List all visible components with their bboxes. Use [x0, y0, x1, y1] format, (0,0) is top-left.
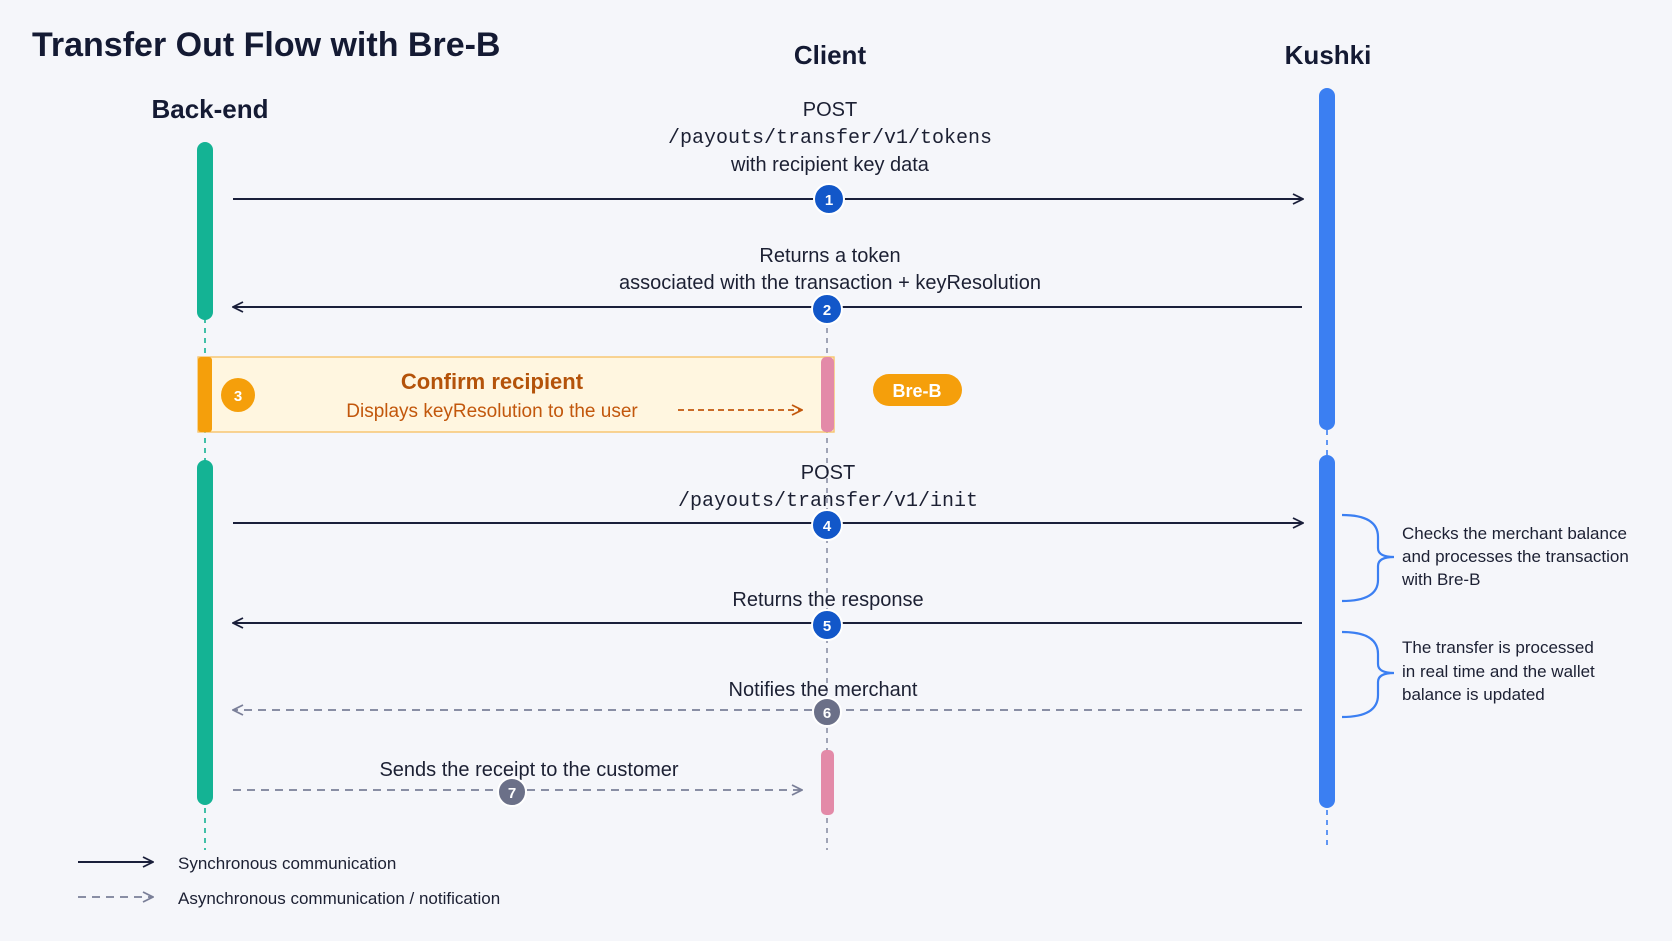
client-activation-2 — [821, 750, 834, 815]
legend-sync-label: Synchronous communication — [178, 854, 396, 873]
step1-label-line3: with recipient key data — [730, 154, 930, 176]
actor-kushki: Kushki — [1285, 40, 1372, 70]
backend-activation-1 — [197, 142, 213, 320]
step4-number: 4 — [823, 518, 832, 535]
bre-b-badge-label: Bre-B — [892, 381, 941, 401]
actor-backend: Back-end — [151, 94, 268, 124]
kushki-activation-2 — [1319, 455, 1335, 808]
step6-number: 6 — [823, 705, 831, 722]
note2-brace — [1341, 630, 1395, 719]
step6-label: Notifies the merchant — [729, 679, 918, 701]
note2-line2: in real time and the wallet — [1402, 662, 1595, 681]
legend-async-label: Asynchronous communication / notificatio… — [178, 889, 500, 908]
step7-marker — [497, 777, 527, 807]
note1-line2: and processes the transaction — [1402, 547, 1629, 566]
step5-label: Returns the response — [732, 589, 923, 611]
note2-line1: The transfer is processed — [1402, 638, 1594, 657]
step2-label-line2: associated with the transaction + keyRes… — [619, 272, 1041, 294]
confirm-recipient-box — [197, 356, 835, 433]
note2-line3: balance is updated — [1402, 685, 1545, 704]
step3-marker — [221, 378, 255, 412]
step1-marker — [813, 183, 845, 215]
step3-number: 3 — [234, 388, 242, 405]
step4-label-line2: /payouts/transfer/v1/init — [678, 490, 978, 513]
backend-activation-2 — [197, 460, 213, 805]
client-activation-1 — [821, 357, 834, 432]
step7-number: 7 — [508, 785, 516, 802]
actor-client: Client — [794, 40, 867, 70]
step3-title: Confirm recipient — [401, 369, 584, 394]
step5-number: 5 — [823, 618, 831, 635]
step4-marker — [811, 509, 843, 541]
note1-line3: with Bre-B — [1401, 570, 1480, 589]
confirm-box-accent-bar — [198, 357, 212, 432]
step7-label: Sends the receipt to the customer — [379, 759, 678, 781]
step6-marker — [812, 697, 842, 727]
step2-label-line1: Returns a token — [759, 245, 900, 267]
diagram-title: Transfer Out Flow with Bre-B — [32, 26, 500, 64]
step1-label-line1: POST — [803, 99, 857, 121]
note1-line1: Checks the merchant balance — [1402, 524, 1627, 543]
step4-label-line1: POST — [801, 462, 855, 484]
step2-number: 2 — [823, 302, 831, 319]
step1-label-line2: /payouts/transfer/v1/tokens — [668, 127, 992, 150]
bre-b-badge — [873, 374, 962, 406]
step1-number: 1 — [825, 192, 833, 209]
note1-brace — [1341, 513, 1395, 603]
step2-marker — [811, 293, 843, 325]
step5-marker — [811, 609, 843, 641]
step3-subtitle: Displays keyResolution to the user — [346, 401, 638, 422]
kushki-activation-1 — [1319, 88, 1335, 430]
